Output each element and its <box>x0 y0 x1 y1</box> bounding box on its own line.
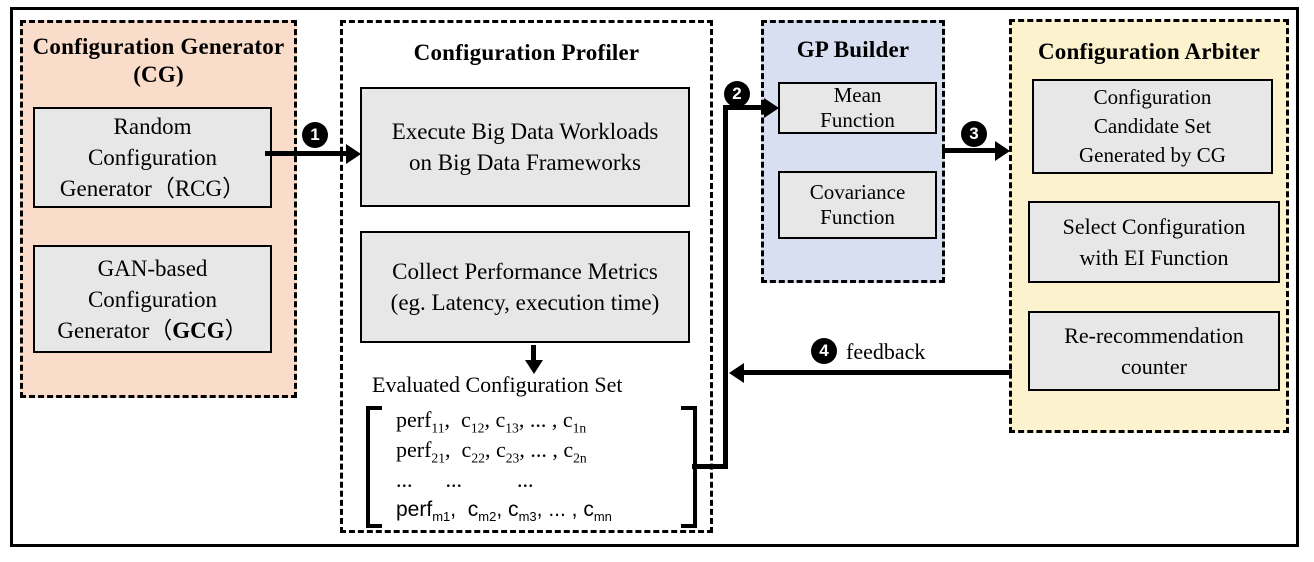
random-configuration-generator-box: Random Configuration Generator（RCG） <box>33 107 272 208</box>
execute-line: on Big Data Frameworks <box>409 150 641 175</box>
gp-builder-title: GP Builder <box>796 37 910 62</box>
gan-based-configuration-generator-box: GAN-based Configuration Generator（GCG） <box>33 245 272 353</box>
matrix-left-bracket <box>366 406 382 528</box>
cg-title-line2: (CG) <box>133 62 184 87</box>
matrix-row: perf11, c12, c13, ... , c1n <box>396 407 587 436</box>
step-4-badge: 4 <box>811 338 837 364</box>
rcg-line: Random <box>113 114 192 139</box>
arrow-2-bottom-line <box>692 464 728 469</box>
candidate-line: Generated by CG <box>1079 143 1226 167</box>
gcg-line-bold: GCG <box>172 317 225 343</box>
arrow-2-top-line <box>723 105 765 110</box>
configuration-arbiter-title: Configuration Arbiter <box>1037 39 1261 64</box>
cg-title-line1: Configuration Generator <box>32 34 285 59</box>
covariance-line: Covariance <box>809 180 906 204</box>
configuration-generator-title: Configuration Generator (CG) <box>20 33 297 89</box>
rcg-line: Configuration <box>87 145 218 170</box>
gcg-line-suffix: ） <box>224 317 248 343</box>
arrow-2-head <box>764 98 779 118</box>
gcg-line: Configuration <box>87 286 218 312</box>
gcg-line: Generator（GCG） <box>57 315 247 346</box>
down-arrow-head <box>525 360 543 374</box>
feedback-arrow-head <box>729 363 744 383</box>
mean-line: Function <box>820 108 895 132</box>
gcg-line-prefix: Generator（ <box>57 317 173 343</box>
arrow-2-vertical-line <box>723 105 728 469</box>
covariance-line: Function <box>820 205 895 229</box>
arrow-3-line <box>942 148 996 153</box>
feedback-arrow-line <box>742 370 1012 375</box>
down-arrow-line <box>531 345 536 362</box>
rcg-line: Generator（RCG） <box>59 176 246 201</box>
step-2-badge: 2 <box>724 81 750 107</box>
execute-line: Execute Big Data Workloads <box>391 119 659 144</box>
matrix-row: ... ... ... <box>396 467 534 492</box>
arrow-3-head <box>995 141 1010 161</box>
select-line: with EI Function <box>1079 245 1229 270</box>
configuration-profiler-title: Configuration Profiler <box>413 40 640 65</box>
step-3-badge: 3 <box>961 121 987 147</box>
mean-function-box: Mean Function <box>778 82 937 134</box>
candidate-set-box: Configuration Candidate Set Generated by… <box>1032 79 1273 174</box>
matrix-row: perfm1, cm2, cm3, ... , cmn <box>396 498 612 525</box>
covariance-function-box: Covariance Function <box>778 171 937 239</box>
collect-line: Collect Performance Metrics <box>392 259 658 284</box>
step-1-badge: 1 <box>302 122 328 148</box>
collect-metrics-box: Collect Performance Metrics (eg. Latency… <box>360 231 690 343</box>
mean-line: Mean <box>833 83 882 107</box>
outer-frame <box>10 7 1299 547</box>
execute-workloads-box: Execute Big Data Workloads on Big Data F… <box>360 87 690 207</box>
select-line: Select Configuration <box>1062 214 1246 239</box>
arrow-1-head <box>346 144 361 164</box>
matrix-row: perf21, c22, c23, ... , c2n <box>396 437 587 466</box>
arrow-1-line <box>265 151 347 156</box>
re-recommendation-counter-box: Re-recommendation counter <box>1028 311 1280 391</box>
rerec-line: counter <box>1121 354 1187 379</box>
candidate-line: Candidate Set <box>1093 114 1212 138</box>
gcg-line: GAN-based <box>97 255 208 281</box>
collect-line: (eg. Latency, execution time) <box>390 290 660 315</box>
evaluated-configuration-set-label: Evaluated Configuration Set <box>372 372 623 397</box>
select-configuration-box: Select Configuration with EI Function <box>1028 201 1280 283</box>
rerec-line: Re-recommendation <box>1064 323 1244 348</box>
feedback-label: feedback <box>846 339 926 364</box>
candidate-line: Configuration <box>1093 85 1212 109</box>
